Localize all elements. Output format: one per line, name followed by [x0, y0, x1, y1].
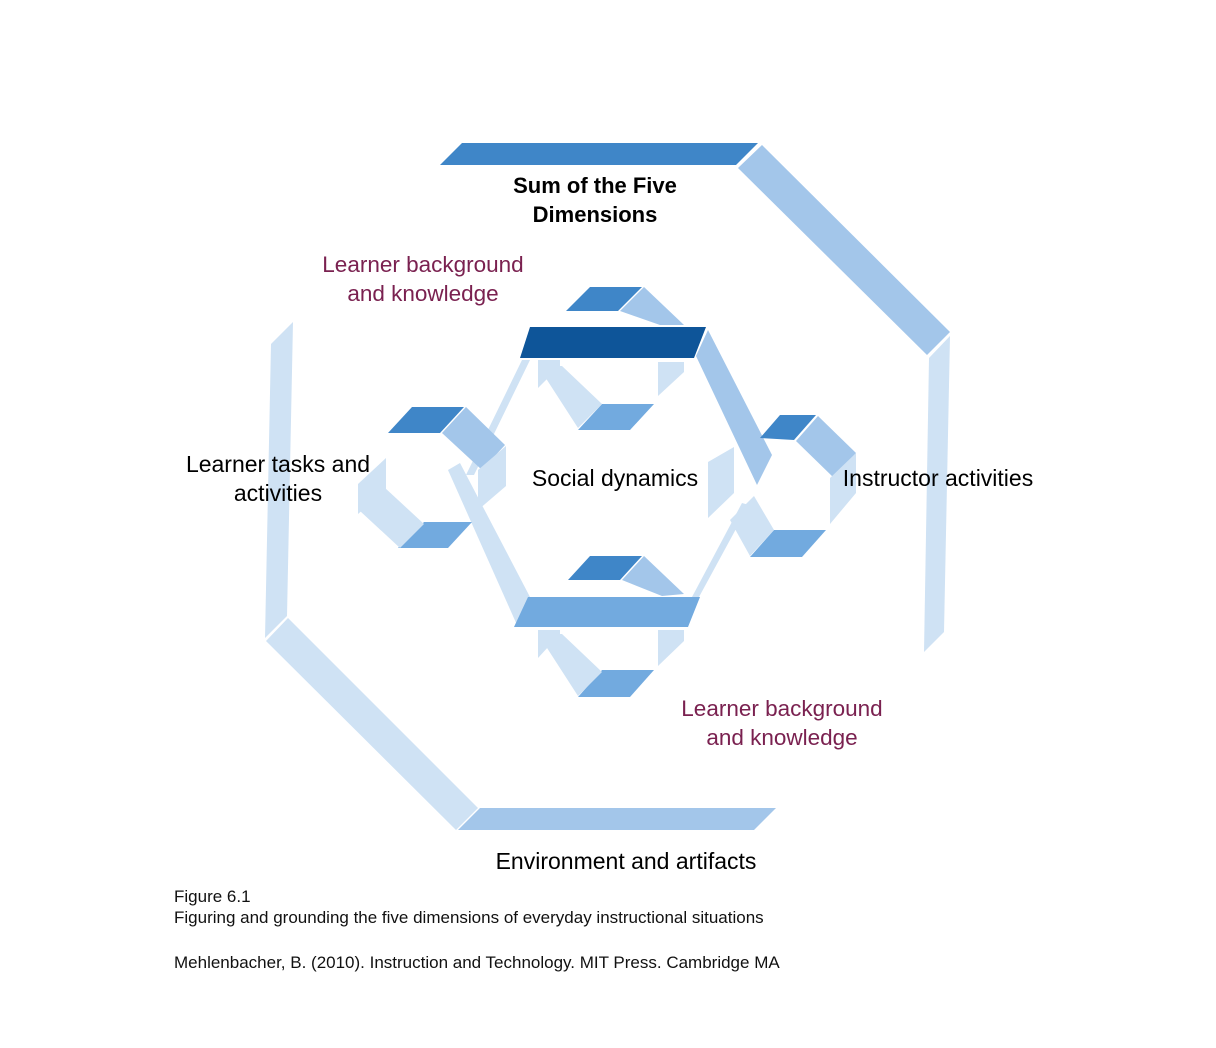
outer-top-right-band: [738, 145, 950, 355]
top-ring-right: [658, 362, 684, 396]
figure-title: Figuring and grounding the five dimensio…: [174, 908, 764, 927]
right-ring-top: [760, 415, 816, 440]
learner-background-label-top: Learner background and knowledge: [322, 252, 524, 306]
center-lower-left-band: [448, 463, 530, 625]
right-ring-bottom-left: [730, 496, 774, 556]
top-ring-bottom-left: [538, 366, 602, 428]
left-ring-left: [358, 458, 386, 514]
center-upper-right-band: [696, 330, 772, 485]
outer-bottom-left-band: [266, 618, 478, 830]
bottom-ring-left: [538, 630, 560, 658]
top-ring-top: [566, 287, 642, 311]
center-bottom-band: [514, 597, 700, 627]
left-ring-right: [478, 446, 506, 510]
right-ring-top-right: [796, 416, 856, 478]
left-ring-bottom: [398, 522, 472, 548]
bottom-ring-top-right: [622, 556, 684, 596]
top-ring-top-right: [620, 287, 684, 325]
learner-background-label-bottom: Learner background and knowledge: [681, 696, 883, 750]
bottom-ring-top: [568, 556, 642, 580]
left-ring-bottom-left: [360, 487, 424, 548]
outer-left-band: [265, 322, 293, 638]
bottom-ring-bottom-left: [538, 634, 602, 696]
center-top-band: [520, 327, 706, 358]
social-dynamics-label: Social dynamics: [531, 465, 699, 491]
right-ring-bottom: [750, 530, 826, 557]
instructor-activities-label: Instructor activities: [842, 465, 1034, 491]
outer-right-band: [924, 336, 950, 652]
top-ring-left: [538, 360, 560, 388]
top-ring-bottom: [578, 404, 654, 430]
bottom-ring-right: [658, 630, 684, 666]
citation: Mehlenbacher, B. (2010). Instruction and…: [174, 953, 780, 972]
outer-top-band: [440, 143, 758, 165]
left-ring-top: [388, 407, 464, 433]
learner-tasks-label: Learner tasks and activities: [185, 451, 371, 506]
figure-number: Figure 6.1: [174, 887, 251, 906]
environment-artifacts-label: Environment and artifacts: [495, 848, 757, 874]
right-ring-left: [708, 447, 734, 518]
sum-of-five-dimensions-title: Sum of the Five Dimensions: [513, 173, 677, 227]
outer-bottom-band: [458, 808, 776, 830]
right-ring-right: [830, 453, 856, 524]
left-ring-top-right: [442, 407, 505, 470]
